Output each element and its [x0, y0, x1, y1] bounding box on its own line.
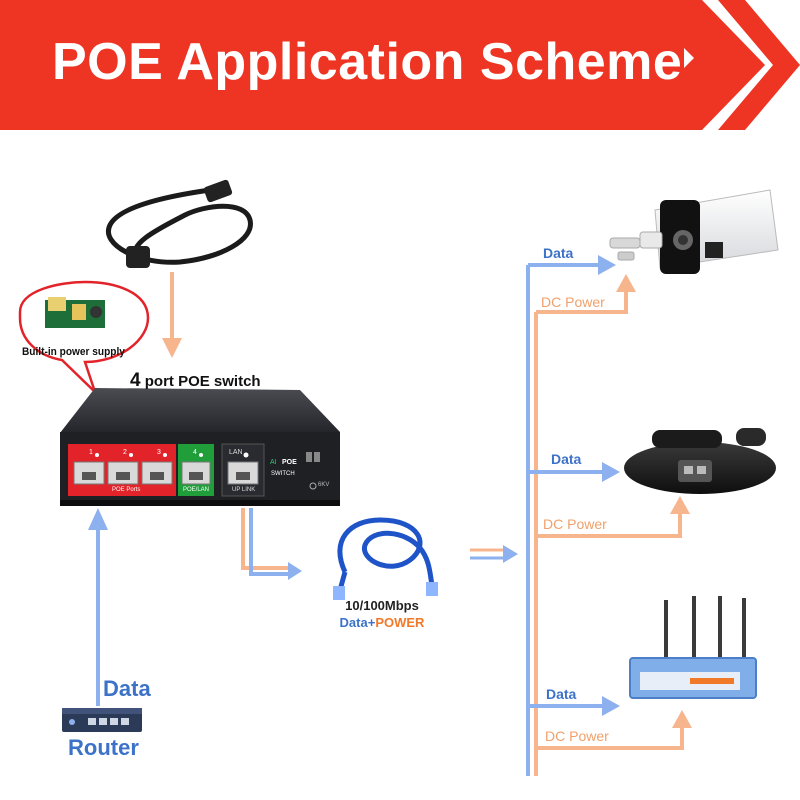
wifi-branch: [528, 696, 692, 750]
switch-poe-ports-label: POE Ports: [112, 487, 141, 493]
power-supply-bubble: [18, 280, 150, 393]
switch-lan-label: LAN: [229, 449, 243, 456]
router-label: Router: [68, 735, 139, 760]
switch-caption: 4 port POE switch: [130, 370, 261, 392]
switch-kv-label: 6KV: [318, 482, 330, 488]
ip-camera: [609, 189, 779, 274]
distribution-trunk: [526, 265, 538, 776]
power-cord: [105, 179, 253, 268]
phone-power-label: DC Power: [543, 516, 607, 532]
switch-brand-poe: POE: [282, 459, 297, 466]
uplink-arrow: [241, 508, 302, 580]
poe-switch: [60, 388, 340, 506]
phone-branch: [528, 462, 690, 538]
rj45-plug-left: [333, 586, 345, 600]
router-data-label: Data: [103, 676, 151, 701]
ip-phone: [624, 428, 776, 494]
ethernet-cable: [337, 517, 435, 591]
camera-branch: [528, 255, 636, 314]
title-banner: [0, 0, 800, 130]
switch-port-label-3: 3: [157, 449, 161, 456]
camera-power-label: DC Power: [541, 294, 605, 310]
power-supply-label: Built-in power supply: [22, 346, 125, 358]
cable-output-arrow: [470, 545, 518, 563]
cable-speed-label: 10/100Mbps: [345, 598, 419, 613]
switch-brand-ai: AI: [270, 459, 277, 466]
rj45-plug-right: [426, 582, 438, 596]
switch-port-label-2: 2: [123, 449, 127, 456]
banner-title: POE Application Scheme: [52, 33, 683, 91]
switch-port-count: 4: [130, 370, 141, 391]
router-device: [62, 708, 142, 732]
switch-poe-lan-label: POE/LAN: [183, 487, 210, 493]
wifi-router: [629, 596, 757, 699]
cable-caption: 10/100Mbps Data+POWER: [330, 597, 434, 631]
switch-uplink-label: UP LINK: [232, 487, 256, 493]
router-data-arrow: [88, 508, 108, 706]
power-input-arrow: [162, 272, 182, 358]
camera-data-label: Data: [543, 245, 574, 261]
switch-caption-text: port POE switch: [140, 373, 261, 390]
wifi-data-label: Data: [546, 686, 577, 702]
switch-brand-switch: SWITCH: [271, 471, 295, 477]
cable-data-word: Data+: [339, 615, 376, 630]
switch-port-label-4: 4: [193, 449, 197, 456]
wifi-power-label: DC Power: [545, 728, 609, 744]
switch-port-label-1: 1: [89, 449, 93, 456]
phone-data-label: Data: [551, 451, 582, 467]
cable-power-word: POWER: [375, 615, 425, 630]
